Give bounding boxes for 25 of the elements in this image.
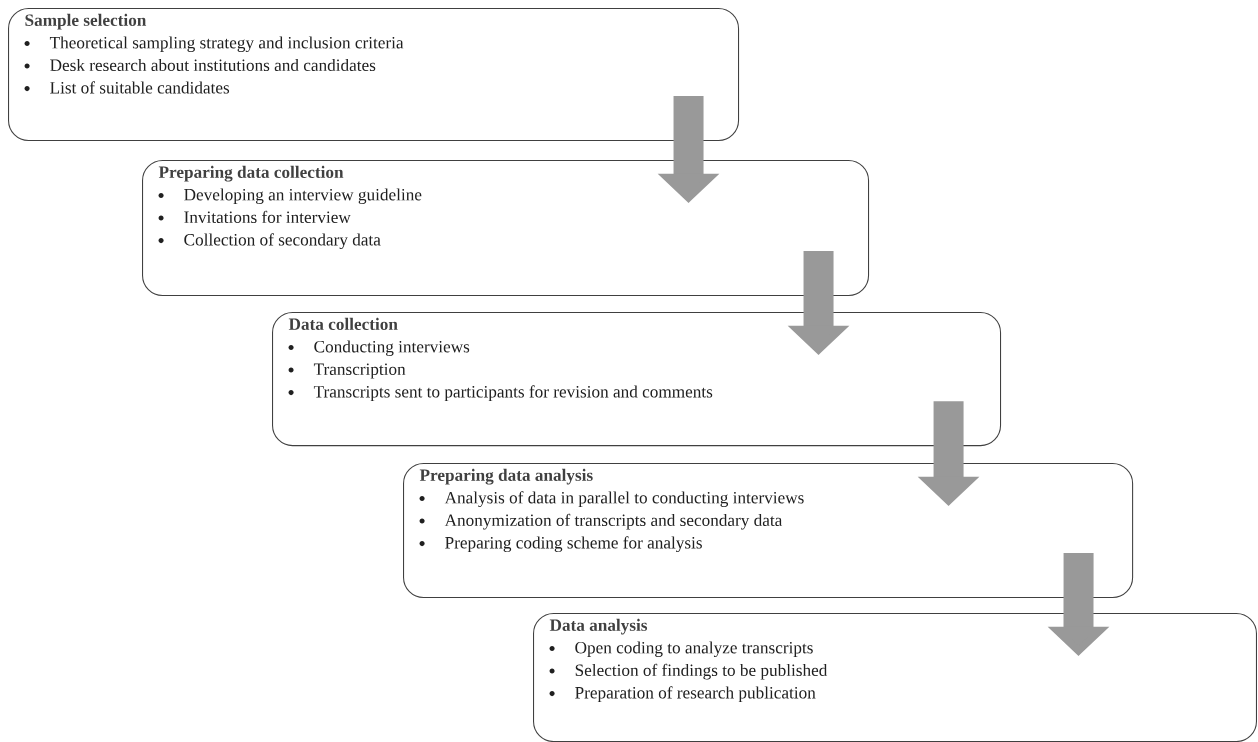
list-item: Preparing coding scheme for analysis: [445, 536, 702, 553]
heading: Data analysis: [549, 618, 648, 635]
heading: Sample selection: [25, 13, 147, 30]
step-box: [142, 160, 870, 296]
list-item: Transcripts sent to participants for revision and comments: [313, 385, 713, 402]
heading: Preparing data collection: [158, 165, 344, 182]
list-item: Conducting interviews: [314, 340, 470, 357]
list-item: Open coding to analyze transcripts: [575, 641, 813, 658]
step-box: [403, 463, 1134, 599]
list-item: Theoretical sampling strategy and inclusion criteria: [49, 36, 404, 53]
step-box: [272, 312, 1002, 447]
list-item: Preparation of research publication: [575, 686, 816, 703]
list-item: Invitations for interview: [184, 210, 351, 224]
heading: Data collection: [288, 317, 398, 330]
list-item: List of suitable candidates: [50, 81, 230, 94]
heading: Preparing data analysis: [419, 468, 593, 485]
list-item: Selection of findings to be published: [575, 663, 828, 680]
list-item: Transcription: [313, 363, 406, 379]
list-item: Anonymization of transcripts and secondary data: [444, 513, 783, 530]
list-item: Desk research about institutions and candidates: [50, 58, 376, 72]
list-item: Collection of secondary data: [184, 233, 381, 250]
step-box: [533, 613, 1257, 742]
list-item: Analysis of data in parallel to conducting interviews: [444, 491, 804, 508]
list-item: Developing an interview guideline: [184, 188, 422, 205]
step-box: [8, 8, 740, 142]
